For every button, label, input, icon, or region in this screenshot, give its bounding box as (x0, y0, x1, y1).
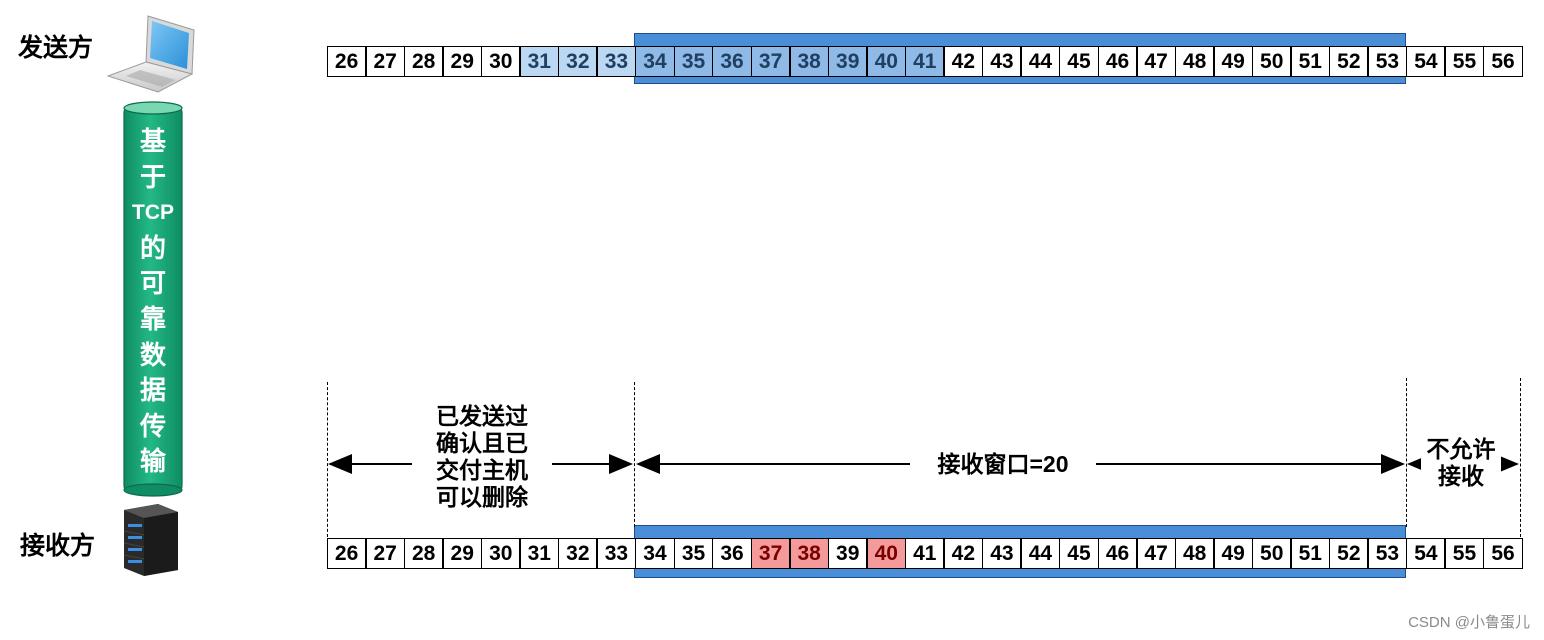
sender-seq-cell-50: 50 (1252, 46, 1292, 77)
receiver-seq-cell-32: 32 (558, 538, 598, 569)
sender-seq-cell-48: 48 (1175, 46, 1215, 77)
receive-window-label: 接收窗口=20 (910, 451, 1096, 478)
receiver-seq-cell-50: 50 (1252, 538, 1292, 569)
pipe-char: TCP (132, 201, 174, 225)
pipe-char: 传 (139, 410, 166, 441)
sender-seq-cell-39: 39 (828, 46, 868, 77)
watermark: CSDN @小鲁蛋儿 (1408, 614, 1530, 631)
receiver-seq-cell-56: 56 (1483, 538, 1523, 569)
receiver-seq-cell-30: 30 (481, 538, 521, 569)
server-icon (123, 504, 178, 576)
sender-seq-cell-35: 35 (673, 46, 714, 77)
receiver-seq-cell-35: 35 (673, 538, 714, 569)
receiver-seq-cell-41: 41 (905, 538, 945, 569)
sender-seq-cell-56: 56 (1483, 46, 1523, 77)
pipe-label: 基 于 TCP 的 可 靠 数 据 传 输 (122, 124, 184, 480)
receiver-seq-cell-39: 39 (828, 538, 868, 569)
receiver-seq-cell-29: 29 (442, 538, 482, 569)
receiver-seq-cell-54: 54 (1406, 538, 1446, 569)
sender-seq-cell-51: 51 (1290, 46, 1330, 77)
receiver-seq-cell-26: 26 (327, 538, 367, 569)
sender-seq-cell-33: 33 (596, 46, 636, 77)
receiver-seq-cell-34: 34 (635, 538, 675, 569)
sender-seq-cell-32: 32 (558, 46, 598, 77)
sender-seq-cell-55: 55 (1444, 46, 1485, 77)
sender-seq-cell-43: 43 (982, 46, 1022, 77)
sender-seq-cell-27: 27 (365, 46, 405, 77)
receiver-seq-cell-33: 33 (596, 538, 636, 569)
pipe-char: 基 (139, 126, 166, 156)
sender-seq-cell-44: 44 (1020, 46, 1060, 77)
receiver-seq-cell-45: 45 (1059, 538, 1099, 569)
sender-seq-cell-47: 47 (1136, 46, 1176, 77)
sender-seq-cell-42: 42 (943, 46, 983, 77)
pipe-char: 输 (139, 446, 166, 477)
receiver-seq-cell-47: 47 (1136, 538, 1176, 569)
reliable-transport-pipe (123, 101, 183, 497)
sender-seq-cell-45: 45 (1059, 46, 1099, 77)
receiver-seq-cell-40: 40 (866, 538, 906, 569)
receiver-seq-cell-44: 44 (1020, 538, 1060, 569)
receiver-seq-cell-42: 42 (943, 538, 983, 569)
boundary-line (634, 382, 635, 527)
pipe-char: 据 (139, 375, 166, 406)
laptop-icon (106, 15, 195, 93)
pipe-char: 可 (139, 268, 166, 299)
receiver-seq-cell-51: 51 (1290, 538, 1330, 569)
sender-seq-cell-34: 34 (635, 46, 675, 77)
pipe-char: 数 (139, 339, 166, 370)
sender-seq-cell-26: 26 (327, 46, 367, 77)
receiver-seq-cell-53: 53 (1367, 538, 1407, 569)
boundary-line (327, 382, 328, 537)
sender-seq-cell-40: 40 (866, 46, 906, 77)
receiver-seq-cell-31: 31 (519, 538, 559, 569)
sender-seq-cell-52: 52 (1329, 46, 1369, 77)
sender-seq-cell-46: 46 (1097, 46, 1138, 77)
receiver-seq-cell-55: 55 (1444, 538, 1485, 569)
boundary-line (1520, 378, 1521, 537)
receiver-seq-cell-48: 48 (1175, 538, 1215, 569)
sender-seq-cell-49: 49 (1213, 46, 1253, 77)
pipe-char: 于 (139, 161, 166, 192)
sender-seq-cell-53: 53 (1367, 46, 1407, 77)
not-allowed-label: 不允许 接收 (1421, 436, 1501, 490)
sender-seq-cell-38: 38 (789, 46, 829, 77)
receiver-seq-cell-38: 38 (789, 538, 829, 569)
receiver-seq-cell-37: 37 (751, 538, 791, 569)
sender-window-bar-top (634, 33, 1406, 47)
acked-region-label: 已发送过 确认且已 交付主机 可以删除 (412, 403, 552, 511)
sender-seq-cell-29: 29 (442, 46, 482, 77)
sender-seq-cell-31: 31 (519, 46, 559, 77)
boundary-line (1406, 378, 1407, 527)
sender-seq-cell-37: 37 (751, 46, 791, 77)
receiver-seq-cell-52: 52 (1329, 538, 1369, 569)
receiver-seq-cell-46: 46 (1097, 538, 1138, 569)
sender-seq-cell-30: 30 (481, 46, 521, 77)
pipe-char: 靠 (139, 303, 166, 334)
receiver-label: 接收方 (20, 532, 96, 560)
receiver-seq-cell-28: 28 (404, 538, 444, 569)
receiver-seq-cell-43: 43 (982, 538, 1022, 569)
sender-seq-cell-36: 36 (712, 46, 752, 77)
sender-seq-cell-28: 28 (404, 46, 444, 77)
receiver-seq-cell-27: 27 (365, 538, 405, 569)
sender-seq-cell-41: 41 (905, 46, 945, 77)
sender-label: 发送方 (18, 34, 94, 62)
receiver-window-bar-top (634, 525, 1406, 539)
sender-seq-cell-54: 54 (1406, 46, 1446, 77)
pipe-char: 的 (139, 232, 166, 263)
receiver-seq-cell-36: 36 (712, 538, 752, 569)
receiver-seq-cell-49: 49 (1213, 538, 1253, 569)
